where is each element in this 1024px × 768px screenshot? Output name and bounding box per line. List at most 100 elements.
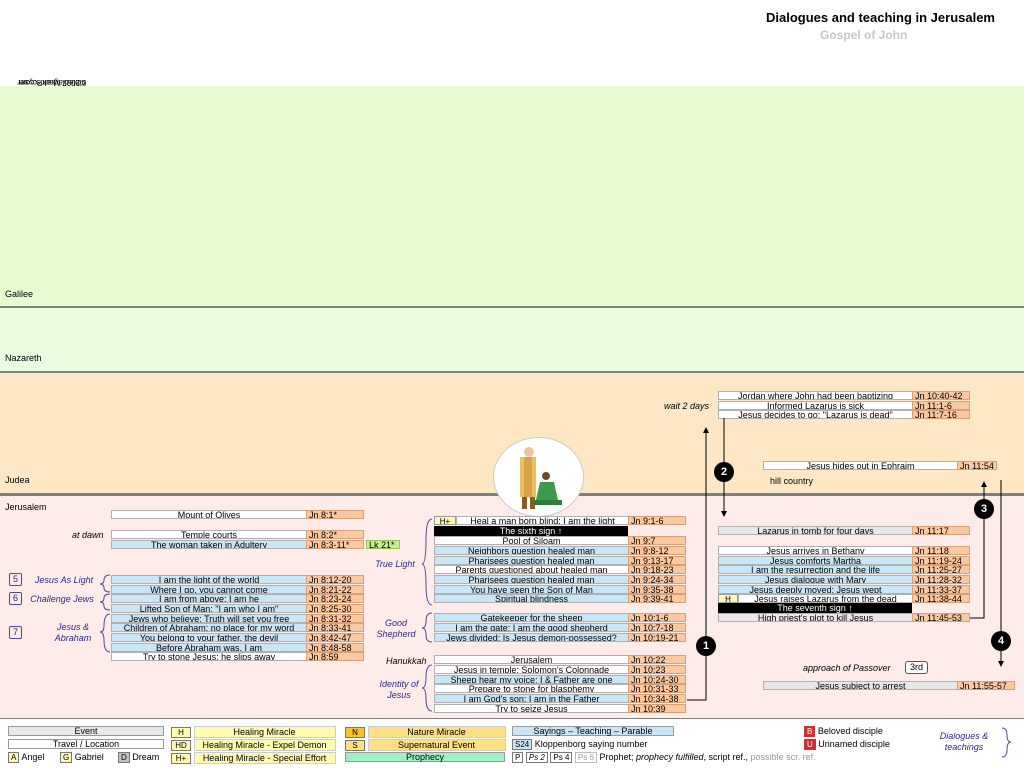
legend-kloppenborg: S24 Kloppenborg saying number xyxy=(512,739,647,750)
col1-brackets xyxy=(99,574,111,653)
scripture-ref: Jn 11:25-27 xyxy=(912,565,970,574)
marker-4: 4 xyxy=(991,631,1011,651)
event-text: Jesus subject to arrest xyxy=(763,681,957,690)
scripture-ref: Jn 10:40-42 xyxy=(912,391,970,400)
event-text: Heal a man born blind; I am the light xyxy=(456,516,628,525)
page-subtitle: Gospel of John xyxy=(820,28,908,42)
group-number-7: 7 xyxy=(9,626,22,639)
event-text: Jesus in temple; Solomon's Colonnade xyxy=(434,665,628,674)
hill-country-label: hill country xyxy=(770,476,814,486)
healing-tag: H xyxy=(718,594,738,604)
legend-prophet: P Ps 2 Ps 4 Ps 6 Prophet; prophecy fulfi… xyxy=(512,752,816,763)
scripture-ref: Jn 11:17 xyxy=(912,526,970,535)
scripture-ref: Jn 11:18 xyxy=(912,546,970,555)
event-text: Gatekeeper for the sheep xyxy=(434,613,628,622)
col1-row: Jews who believe: Truth will set you fre… xyxy=(111,614,364,623)
sixth-sign-banner: The sixth sign ↑ xyxy=(434,526,628,536)
scripture-ref: Jn 11:1-6 xyxy=(912,401,970,410)
passover-number: 3rd xyxy=(905,661,929,674)
event-text: Jesus deeply moved; Jesus wept xyxy=(718,585,912,594)
event-text: I am the light of the world xyxy=(111,575,306,584)
event-text: Lazarus in tomb for four days xyxy=(718,526,912,535)
event-text: Pharisees question healed man xyxy=(434,556,628,565)
scripture-ref: Jn 8:2* xyxy=(306,530,364,539)
group-good-shepherd: Good Shepherd xyxy=(376,618,416,639)
legend-healing: H Healing Miracle xyxy=(171,726,336,738)
group-jesus-abraham: Jesus & Abraham xyxy=(54,622,92,643)
event-text: Before Abraham was, I am xyxy=(111,643,306,652)
scripture-ref: Jn 10:22 xyxy=(628,655,686,664)
jerusalem-label: Jerusalem xyxy=(5,502,47,512)
scripture-ref: Jn 8:23-24 xyxy=(306,594,364,603)
event-text: Prepare to stone for blasphemy xyxy=(434,684,628,693)
scripture-ref: Jn 11:55-57 xyxy=(957,681,1015,690)
legend-special: H+ Healing Miracle - Special Effort xyxy=(171,752,336,764)
event-text: The woman taken in Adultery xyxy=(111,540,306,549)
legend-beloved: B Beloved disciple xyxy=(804,726,883,737)
event-text: Sheep hear my voice; I & Father are one xyxy=(434,675,628,684)
event-text: Jesus hides out in Ephraim xyxy=(763,461,957,470)
scripture-ref: Jn 10:39 xyxy=(628,704,686,713)
nazareth-label: Nazareth xyxy=(5,353,42,363)
col1-row: Lifted Son of Man: "I am who I am"Jn 8:2… xyxy=(111,604,364,613)
scripture-ref: Jn 8:31-32 xyxy=(306,614,364,623)
event-text: Mount of Olives xyxy=(111,510,306,519)
event-text: Try to seize Jesus xyxy=(434,704,628,713)
event-text: Jesus raises Lazarus from the dead xyxy=(738,594,912,603)
galilee-region xyxy=(0,86,1024,307)
event-text: You have seen the Son of Man xyxy=(434,585,628,594)
legend-unnamed: U Unnamed disciple xyxy=(804,739,890,750)
event-text: Jews who believe: Truth will set you fre… xyxy=(111,614,306,623)
scripture-ref: Jn 10:1-6 xyxy=(628,613,686,622)
event-text: Neighbors question healed man xyxy=(434,546,628,555)
event-text: Spiritual blindness xyxy=(434,594,628,603)
col3-row: Jesus decides to go; "Lazarus is dead"Jn… xyxy=(718,410,970,419)
scripture-ref: Jn 9:1-6 xyxy=(628,516,686,525)
event-text: Try to stone Jesus; he slips away xyxy=(111,652,306,661)
event-text: Informed Lazarus is sick xyxy=(718,401,912,410)
event-text: I am the gate; I am the good shepherd xyxy=(434,623,628,632)
seventh-sign-banner: The seventh sign ↑ xyxy=(718,603,912,613)
scripture-ref: Jn 9:8-12 xyxy=(628,546,686,555)
scripture-ref: Jn 11:54 xyxy=(957,461,997,470)
event-text: Jesus decides to go; "Lazarus is dead" xyxy=(718,410,912,419)
judea-label: Judea xyxy=(5,475,30,485)
at-dawn-note: at dawn xyxy=(72,530,104,540)
legend-prophecy: Prophecy xyxy=(345,752,505,762)
scripture-ref: Jn 11:28-32 xyxy=(912,575,970,584)
legend-expel: HD Healing Miracle - Expel Demon xyxy=(171,739,336,751)
col1-row: Children of Abraham: no place for my wor… xyxy=(111,623,364,632)
galilee-label: Galilee xyxy=(5,289,34,299)
scripture-ref: Jn 10:31-33 xyxy=(628,684,686,693)
event-text: Children of Abraham: no place for my wor… xyxy=(111,623,306,632)
legend-event: Event xyxy=(8,726,164,736)
page-title: Dialogues and teaching in Jerusalem xyxy=(765,10,995,25)
marker-1: 1 xyxy=(696,636,716,656)
group-jesus-as-light: Jesus As Light xyxy=(34,575,94,585)
wait-two-days-note: wait 2 days xyxy=(664,401,710,411)
marker-2: 2 xyxy=(714,462,734,482)
group-challenge-jews: Challenge Jews xyxy=(30,594,94,604)
scripture-ref: Jn 11:33-37 xyxy=(912,585,970,594)
legend-dialogues: Dialogues & teachings xyxy=(939,731,989,752)
scripture-ref: Jn 8:21-22 xyxy=(306,585,364,594)
group-number-6: 6 xyxy=(9,592,22,605)
scripture-ref: Jn 8:3-11* xyxy=(306,540,364,549)
